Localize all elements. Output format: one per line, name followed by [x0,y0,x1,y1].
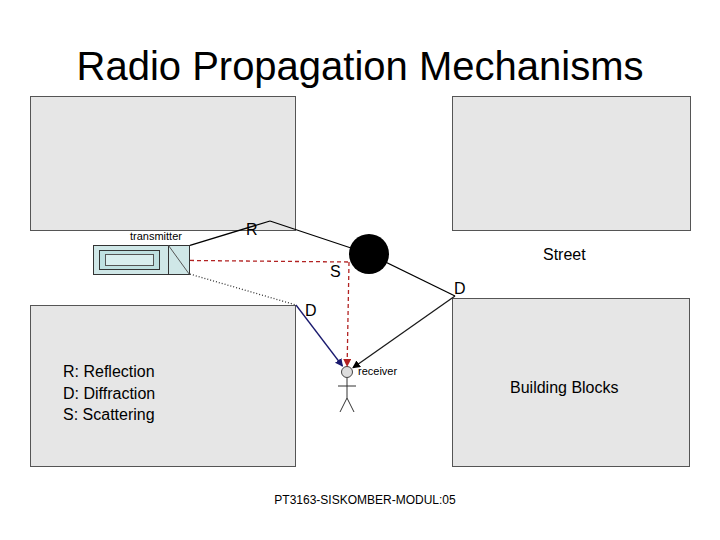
receiver-figure [338,378,356,412]
transmitter-divider [169,246,190,275]
path-segment [190,260,349,262]
transmitter-divider [168,246,169,275]
transmitter-panel [100,251,160,270]
transmitter-body [94,246,190,275]
mechanism-letter: S [330,263,341,281]
path-segment [190,274,296,305]
device-label: transmitter [130,230,182,242]
figure-leg [347,398,354,412]
receiver-circle [342,367,353,378]
block-text: R: Reflection [63,363,155,381]
propagation-path [190,274,342,366]
receiver-shape [341,366,353,378]
block-text: S: Scattering [63,406,155,424]
figure-arms [338,386,356,387]
path-segment [353,296,455,368]
propagation-path [190,221,455,368]
block-text: Building Blocks [510,379,619,397]
propagation-path [190,260,349,366]
mechanism-letter: R [246,221,258,239]
transmitter-shape [93,245,190,275]
path-segment [190,221,270,245]
building-block: R: Reflection D: Diffraction S: Scattering [30,305,296,467]
street-label: Street [543,246,586,264]
building-block [453,97,691,231]
building-block: Building Blocks [452,298,690,467]
receiver-head: receiver [341,366,353,378]
building-block [31,97,296,231]
diagram-title: Radio Propagation Mechanisms [0,44,720,89]
figure-leg [340,398,347,412]
path-segment [369,254,455,296]
footer-code: PT3163-SISKOMBER-MODUL:05 [0,493,720,507]
transmitter-screen [106,255,154,266]
path-segment [347,262,349,366]
path-segment [296,305,342,366]
path-segment [270,221,369,254]
mechanism-letter: D [454,280,466,298]
transmitter-icon: transmitter [93,245,190,275]
block-text: D: Diffraction [63,385,155,403]
figure-body [347,378,348,398]
device-label: receiver [358,365,397,377]
mechanism-letter: D [305,302,317,320]
